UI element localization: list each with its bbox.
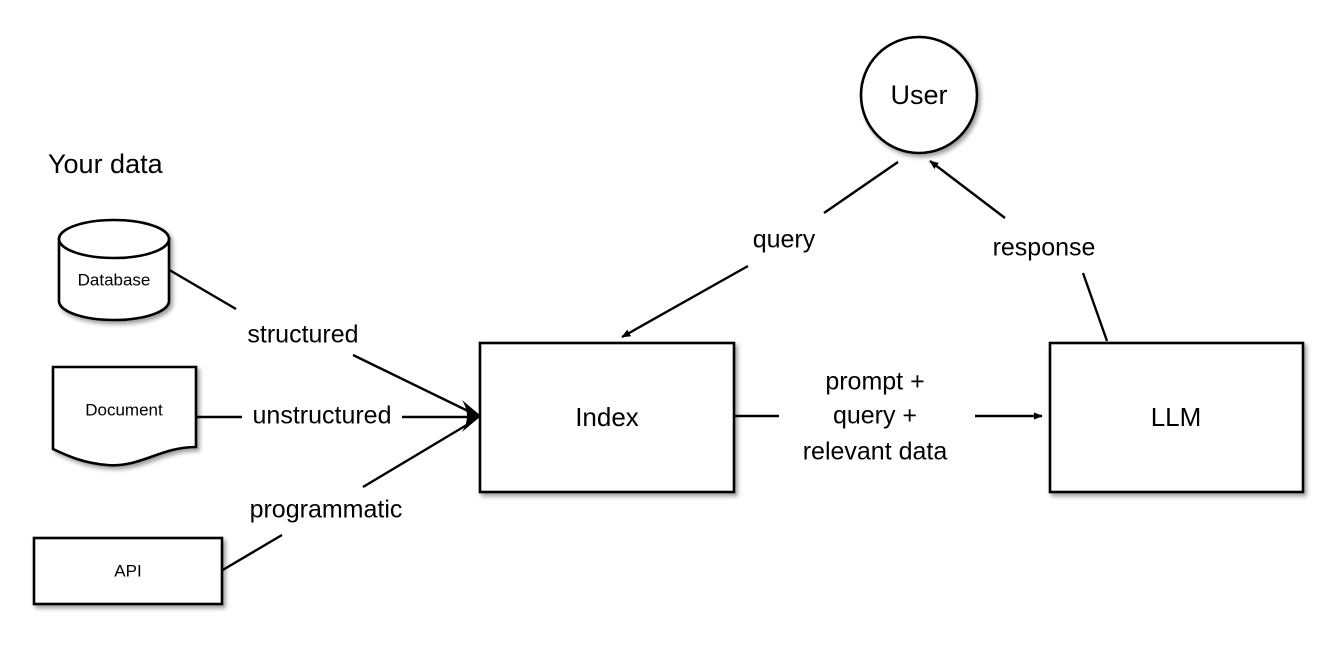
node-api[interactable]: API [32,536,224,606]
edge-query-segment-b [621,264,749,339]
edge-database-segment-a [165,266,237,311]
edge-label-prompt-line-3: relevant data [803,438,948,466]
database-top-ellipse [57,218,171,260]
edge-api-segment-b [362,421,471,489]
node-user[interactable]: User [859,35,979,155]
edge-llm-to-user: response [929,160,1109,342]
database-label: Database [78,270,151,289]
edge-label-prompt-line-2: query + [833,402,917,430]
edge-label-prompt-line-1: prompt + [825,368,924,396]
index-label: Index [575,402,639,432]
api-label: API [114,561,141,580]
edge-api-to-index: programmatic [220,421,471,573]
user-label: User [890,80,947,110]
page-title: Your data [48,149,164,179]
edge-document-to-index: unstructured [195,402,471,430]
database-body [57,237,171,322]
edge-label-response: response [993,234,1096,262]
edge-user-to-index: query [621,161,899,339]
edge-label-programmatic: programmatic [250,496,403,524]
edge-query-segment-a [823,161,899,214]
index-body [478,341,736,494]
node-llm[interactable]: LLM [1048,341,1305,494]
index-input-arrowhead [462,400,481,432]
node-index[interactable]: Index [478,341,736,494]
edge-api-segment-a [220,533,283,573]
llm-label: LLM [1151,402,1202,432]
user-body [859,35,979,155]
api-body [32,536,224,606]
llm-body [1048,341,1305,494]
edge-response-segment-b [929,160,1006,219]
edge-database-segment-b [352,353,469,413]
edge-database-to-index: structured [165,266,469,413]
edge-response-segment-a [1081,272,1109,342]
document-label: Document [85,400,163,419]
edge-label-query: query [753,226,816,254]
edge-label-structured: structured [247,321,358,349]
edge-index-to-llm: prompt + query + relevant data [734,368,1043,466]
node-document[interactable]: Document [51,365,198,467]
document-body [51,365,198,467]
edge-label-unstructured: unstructured [253,402,392,430]
node-database[interactable]: Database [57,218,171,322]
